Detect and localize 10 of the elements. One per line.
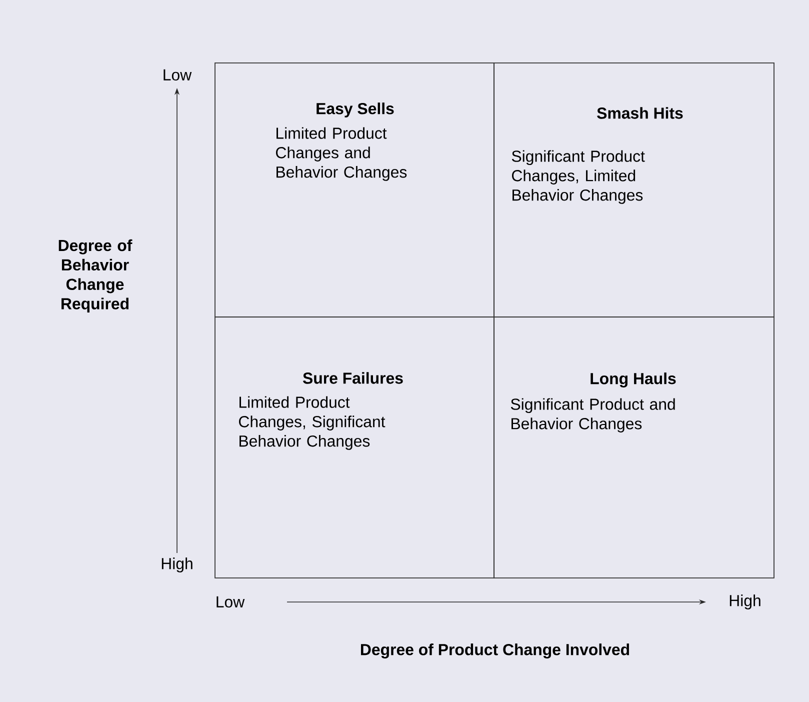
axis-label: Low xyxy=(164,69,192,81)
axis-title: Degree of Product Change Involved xyxy=(361,644,630,658)
quadrant-box: Easy Sells Limited Product Changes and Behavior Changes xyxy=(214,62,494,318)
axis-label: High xyxy=(162,558,192,572)
quadrant-box: Smash Hits Significant Product Changes, Limited Behavior Changes xyxy=(494,62,774,318)
quadrant-box: Long Hauls Significant Product and Behavior Changes xyxy=(494,316,774,578)
axis-label: High xyxy=(730,594,760,610)
axis-label: Low xyxy=(216,596,245,608)
quadrant-box: Sure Failures Limited Product Changes, Significant Behavior Changes xyxy=(214,316,494,578)
axis-title: Degree of Behavior Change Required xyxy=(58,239,132,313)
